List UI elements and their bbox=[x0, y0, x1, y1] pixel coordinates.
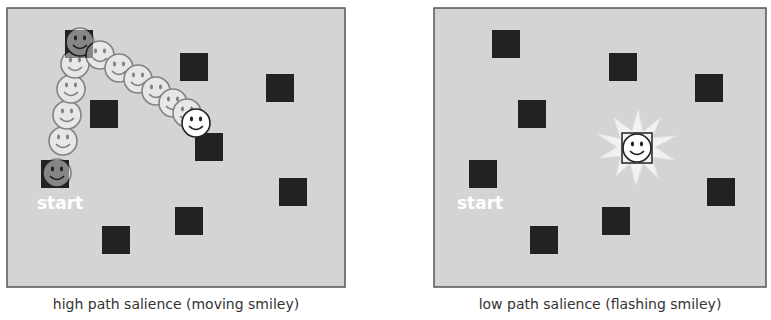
square bbox=[602, 207, 630, 235]
square bbox=[90, 100, 118, 128]
start-label: start bbox=[37, 193, 83, 213]
panel bbox=[434, 8, 766, 287]
panel-caption: low path salience (flashing smiley) bbox=[479, 296, 722, 313]
start-label: start bbox=[457, 193, 503, 213]
smiley bbox=[623, 134, 651, 162]
square bbox=[492, 30, 520, 58]
square-outline bbox=[622, 133, 652, 163]
smiley bbox=[182, 109, 210, 137]
square bbox=[266, 74, 294, 102]
square bbox=[695, 74, 723, 102]
smiley bbox=[57, 75, 85, 103]
square bbox=[279, 178, 307, 206]
square bbox=[530, 226, 558, 254]
smiley-trail bbox=[43, 28, 201, 187]
square bbox=[518, 100, 546, 128]
obstacle-squares bbox=[41, 30, 307, 254]
smiley bbox=[53, 101, 81, 129]
square bbox=[175, 207, 203, 235]
square bbox=[469, 160, 497, 188]
panel bbox=[7, 8, 345, 287]
smiley bbox=[43, 159, 71, 187]
square bbox=[609, 53, 637, 81]
obstacle-squares bbox=[469, 30, 735, 254]
smiley bbox=[49, 127, 77, 155]
panel-caption: high path salience (moving smiley) bbox=[53, 296, 299, 313]
square bbox=[102, 226, 130, 254]
square bbox=[707, 178, 735, 206]
square bbox=[180, 53, 208, 81]
flash-burst bbox=[598, 110, 676, 185]
